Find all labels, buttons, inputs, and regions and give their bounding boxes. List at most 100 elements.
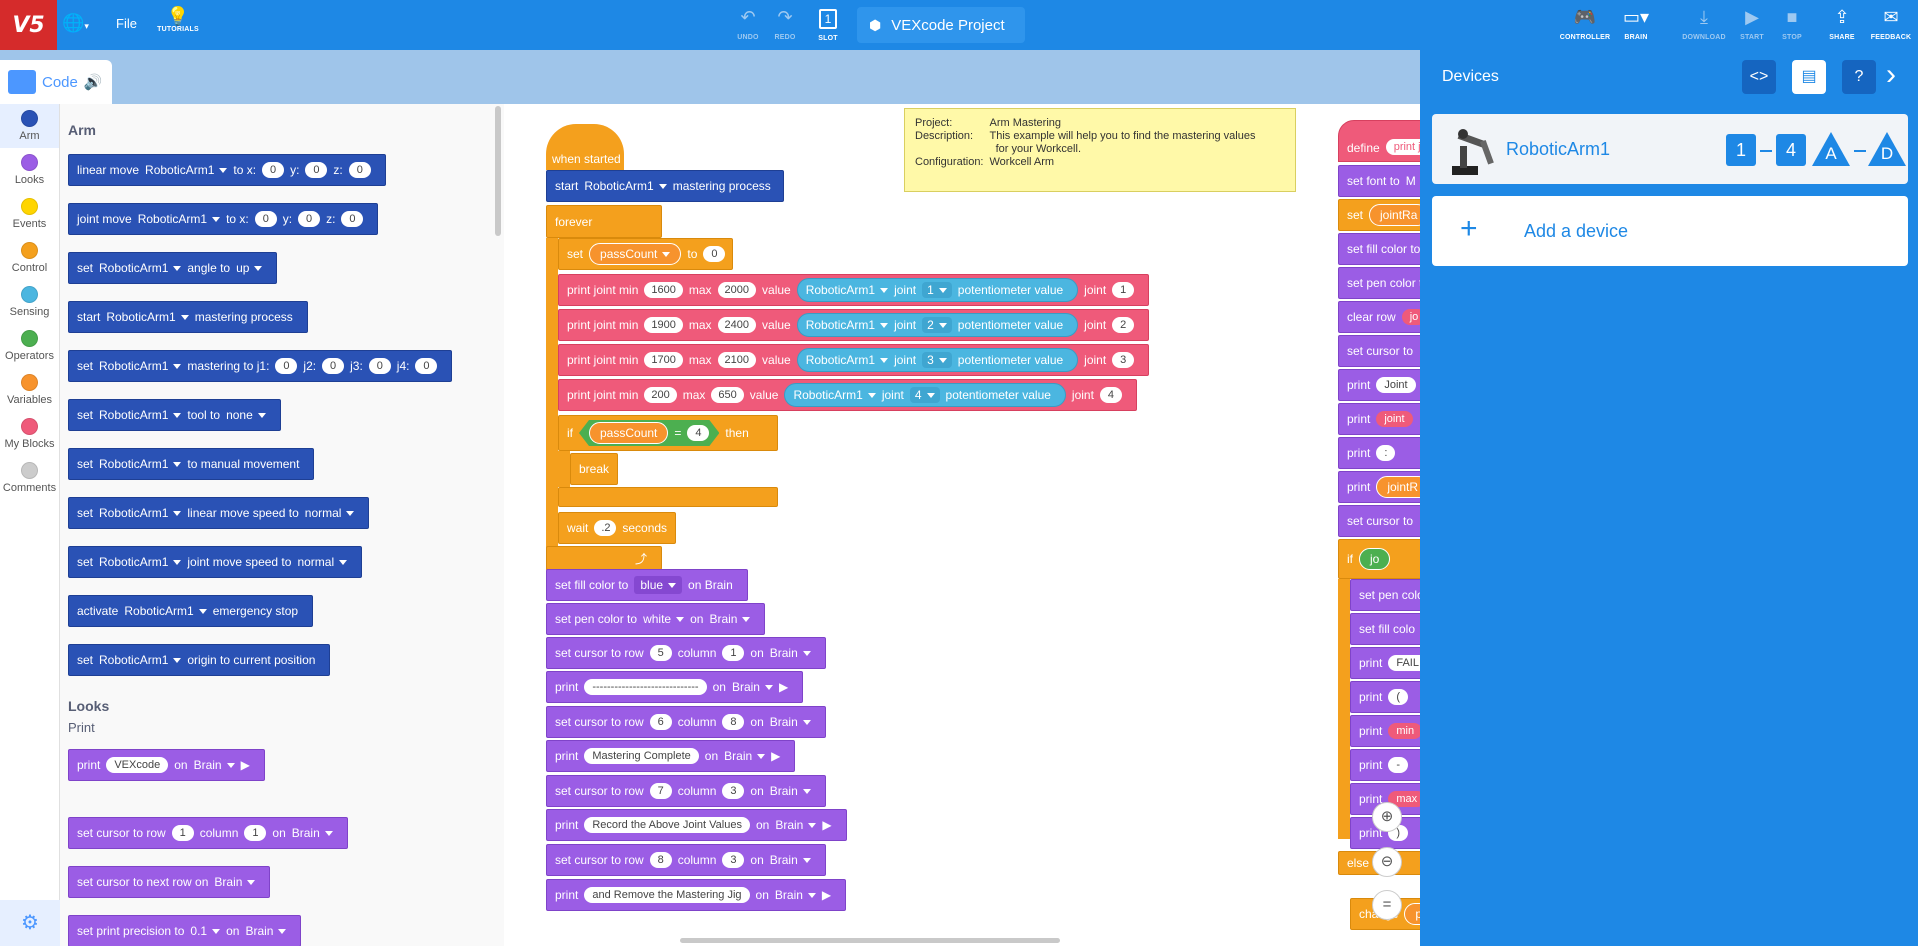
- print-dash-block[interactable]: print-: [1350, 749, 1420, 781]
- language-globe-icon[interactable]: 🌐▾: [62, 13, 89, 33]
- help-icon[interactable]: ?: [1842, 60, 1876, 94]
- feedback-button[interactable]: ✉FEEDBACK: [1868, 6, 1914, 42]
- project-comment-note[interactable]: Project:Arm Mastering Description:This e…: [904, 108, 1296, 192]
- redo-button[interactable]: ↷REDO: [765, 6, 805, 42]
- set-fill-color-block[interactable]: set fill color to: [1338, 233, 1420, 265]
- print-lparen-block[interactable]: print(: [1350, 681, 1420, 713]
- tutorials-button[interactable]: 💡 TUTORIALS: [150, 6, 206, 33]
- set-fill-color-block-2[interactable]: set fill colo: [1350, 613, 1420, 645]
- port-a-badge: [1812, 132, 1850, 166]
- add-device-button[interactable]: + Add a device: [1432, 196, 1908, 266]
- category-dot-icon: [21, 242, 38, 259]
- palette-scrollbar[interactable]: [495, 106, 501, 236]
- slot-button[interactable]: 1 SLOT: [808, 6, 848, 43]
- tab-code[interactable]: Code 🔊: [0, 60, 112, 104]
- category-control[interactable]: Control: [0, 236, 59, 280]
- devices-tab-icon[interactable]: ▤: [1792, 60, 1826, 94]
- project-name-field[interactable]: ⬢VEXcode Project: [857, 7, 1025, 43]
- file-menu[interactable]: File: [116, 16, 137, 31]
- change-block[interactable]: changepa: [1350, 898, 1420, 930]
- device-config-icon[interactable]: ⚙: [0, 900, 60, 946]
- workspace-horizontal-scrollbar[interactable]: [680, 938, 1060, 943]
- chevron-right-icon[interactable]: ›: [1886, 58, 1896, 91]
- set-cursor-block[interactable]: set cursor to: [1338, 335, 1420, 367]
- start-button[interactable]: ▶START: [1732, 6, 1772, 42]
- category-variables[interactable]: Variables: [0, 368, 59, 412]
- equals-operator[interactable]: passCount=4: [579, 420, 719, 446]
- zoom-in-icon[interactable]: ⊕: [1372, 802, 1402, 832]
- device-card-robotic-arm[interactable]: RoboticArm1 1 4 A D: [1432, 114, 1908, 184]
- set-pen-color-block[interactable]: set pen color to: [1338, 267, 1420, 299]
- stop-button[interactable]: ■STOP: [1772, 6, 1812, 42]
- speaker-icon[interactable]: 🔊: [83, 74, 103, 91]
- forever-block[interactable]: forever: [546, 205, 662, 238]
- if-block-end: [558, 487, 778, 507]
- category-sensing[interactable]: Sensing: [0, 280, 59, 324]
- when-started-block[interactable]: when started: [546, 124, 624, 170]
- set-cursor-block-2[interactable]: set cursor to: [1338, 505, 1420, 537]
- print-colon-block[interactable]: print:: [1338, 437, 1420, 469]
- category-events[interactable]: Events: [0, 192, 59, 236]
- undo-button[interactable]: ↶UNDO: [728, 6, 768, 42]
- zoom-reset-icon[interactable]: =: [1372, 890, 1402, 920]
- download-button[interactable]: ⤓DOWNLOAD: [1680, 6, 1728, 42]
- category-operators[interactable]: Operators: [0, 324, 59, 368]
- code-viewer-icon[interactable]: <>: [1742, 60, 1776, 94]
- category-arm[interactable]: Arm: [0, 104, 59, 148]
- category-my-blocks[interactable]: My Blocks: [0, 412, 59, 456]
- category-comments[interactable]: Comments: [0, 456, 59, 500]
- zoom-out-icon[interactable]: ⊖: [1372, 847, 1402, 877]
- set-pen-color-block-2[interactable]: set pen colo: [1350, 579, 1420, 611]
- script-break-block[interactable]: break: [570, 453, 618, 485]
- controller-button[interactable]: 🎮CONTROLLER: [1556, 6, 1614, 42]
- category-dot-icon: [21, 110, 38, 127]
- script-if-block[interactable]: if passCount=4 then: [558, 415, 778, 451]
- share-button[interactable]: ⇪SHARE: [1822, 6, 1862, 42]
- brain-button[interactable]: ▭▾BRAIN: [1614, 6, 1658, 42]
- category-looks[interactable]: Looks: [0, 148, 59, 192]
